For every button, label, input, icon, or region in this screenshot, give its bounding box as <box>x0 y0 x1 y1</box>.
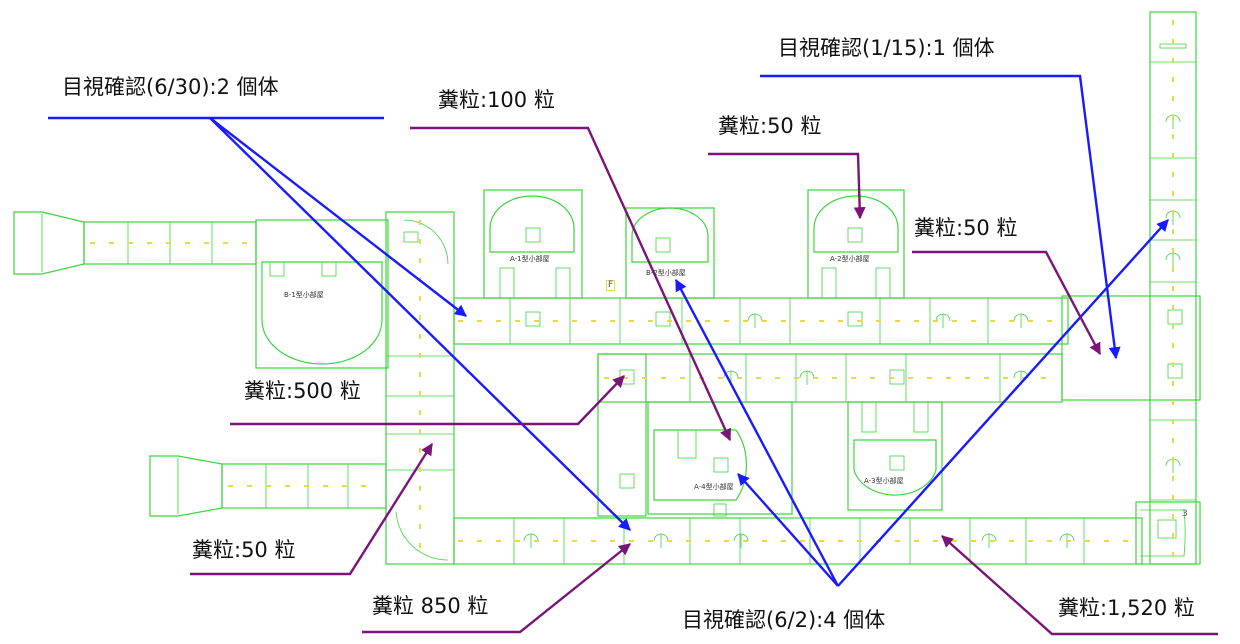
room-label-b1: B-1型小部屋 <box>284 291 324 299</box>
tag-3: 3 <box>1182 509 1188 519</box>
room-label-a3: A-3型小部屋 <box>864 477 904 485</box>
label-feces-500: 糞粒:500 粒 <box>244 379 361 403</box>
label-feces-100: 糞粒:100 粒 <box>438 88 555 112</box>
room-label-b2: B-2型小部屋 <box>646 269 686 277</box>
tunnel-structure <box>13 11 1201 565</box>
annotation-lines <box>48 74 1218 636</box>
room-label-a4: A-4型小部屋 <box>694 483 734 491</box>
tag-f: F <box>606 280 616 291</box>
room-label-a2: A-2型小部屋 <box>830 255 870 263</box>
label-feces-50-right: 糞粒:50 粒 <box>914 216 1018 240</box>
room-label-a1: A-1型小部屋 <box>510 255 550 263</box>
label-feces-50-top: 糞粒:50 粒 <box>718 114 822 138</box>
label-visual-6-2: 目視確認(6/2):4 個体 <box>682 608 886 632</box>
label-feces-1520: 糞粒:1,520 粒 <box>1058 596 1195 620</box>
label-feces-50-left: 糞粒:50 粒 <box>192 538 296 562</box>
label-visual-1-15: 目視確認(1/15):1 個体 <box>778 36 995 60</box>
label-visual-6-30: 目視確認(6/30):2 個体 <box>62 75 279 99</box>
label-feces-850: 糞粒 850 粒 <box>372 594 489 618</box>
